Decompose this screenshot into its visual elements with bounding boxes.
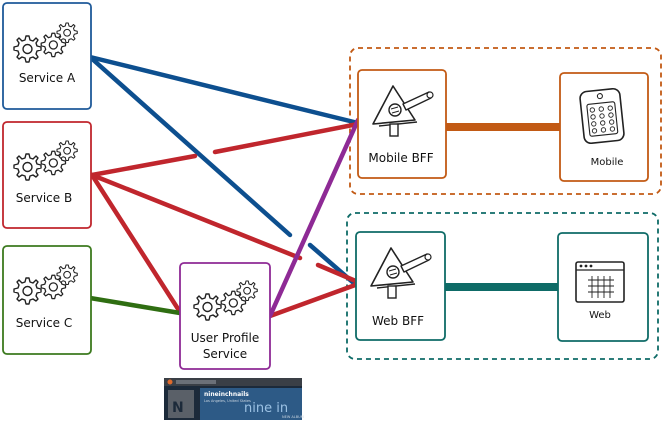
thumbnail-banner-text: nine in bbox=[244, 401, 288, 416]
mobile-client-node[interactable]: Mobile bbox=[559, 72, 649, 182]
album-art bbox=[168, 390, 194, 418]
user-profile-service-node[interactable]: User Profile Service bbox=[179, 262, 271, 370]
service-b-node[interactable]: Service B bbox=[2, 121, 92, 229]
web-client-label: Web bbox=[589, 310, 611, 321]
mobile-bff-node[interactable]: Mobile BFF bbox=[357, 69, 447, 179]
app-logo-icon bbox=[167, 379, 173, 385]
user-profile-label-line1: User Profile bbox=[191, 331, 259, 345]
browser-window-icon bbox=[575, 261, 625, 303]
thumbnail-site-name: nineinchnails bbox=[204, 391, 249, 398]
mobile-bff-label: Mobile BFF bbox=[368, 151, 433, 165]
service-c-node[interactable]: Service C bbox=[2, 245, 92, 355]
website-thumbnail: N nineinchnails Los Angeles, United Stat… bbox=[164, 378, 304, 420]
album-art-mark: N bbox=[172, 400, 184, 416]
thumbnail-caption: NEW ALBUM bbox=[282, 415, 304, 419]
edge-service-c-user-profile bbox=[87, 295, 183, 316]
connections bbox=[87, 54, 564, 319]
edge-user-profile-web-bff bbox=[267, 281, 361, 319]
service-b-label: Service B bbox=[16, 191, 72, 205]
web-bff-label: Web BFF bbox=[372, 314, 424, 328]
edge-service-b-web-bff bbox=[89, 172, 303, 261]
service-a-node[interactable]: Service A bbox=[2, 2, 92, 110]
thumbnail-site-sub: Los Angeles, United States bbox=[204, 399, 251, 403]
service-c-label: Service C bbox=[16, 316, 73, 330]
edge-service-b-mobile-bff-2 bbox=[212, 121, 361, 155]
edge-service-a-web-bff bbox=[87, 54, 293, 238]
web-bff-node[interactable]: Web BFF bbox=[355, 231, 446, 341]
edge-service-b-mobile-bff bbox=[89, 153, 198, 178]
mobile-phone-icon bbox=[579, 87, 625, 145]
edge-user-profile-mobile-bff bbox=[267, 117, 361, 319]
web-client-node[interactable]: Web bbox=[557, 232, 649, 342]
edge-service-b-web-bff-2 bbox=[315, 262, 361, 285]
edge-service-b-user-profile bbox=[89, 172, 183, 315]
mobile-client-label: Mobile bbox=[591, 157, 624, 168]
user-profile-label-line2: Service bbox=[203, 347, 247, 361]
edge-service-a-mobile-bff bbox=[87, 54, 361, 126]
service-a-label: Service A bbox=[19, 71, 76, 85]
